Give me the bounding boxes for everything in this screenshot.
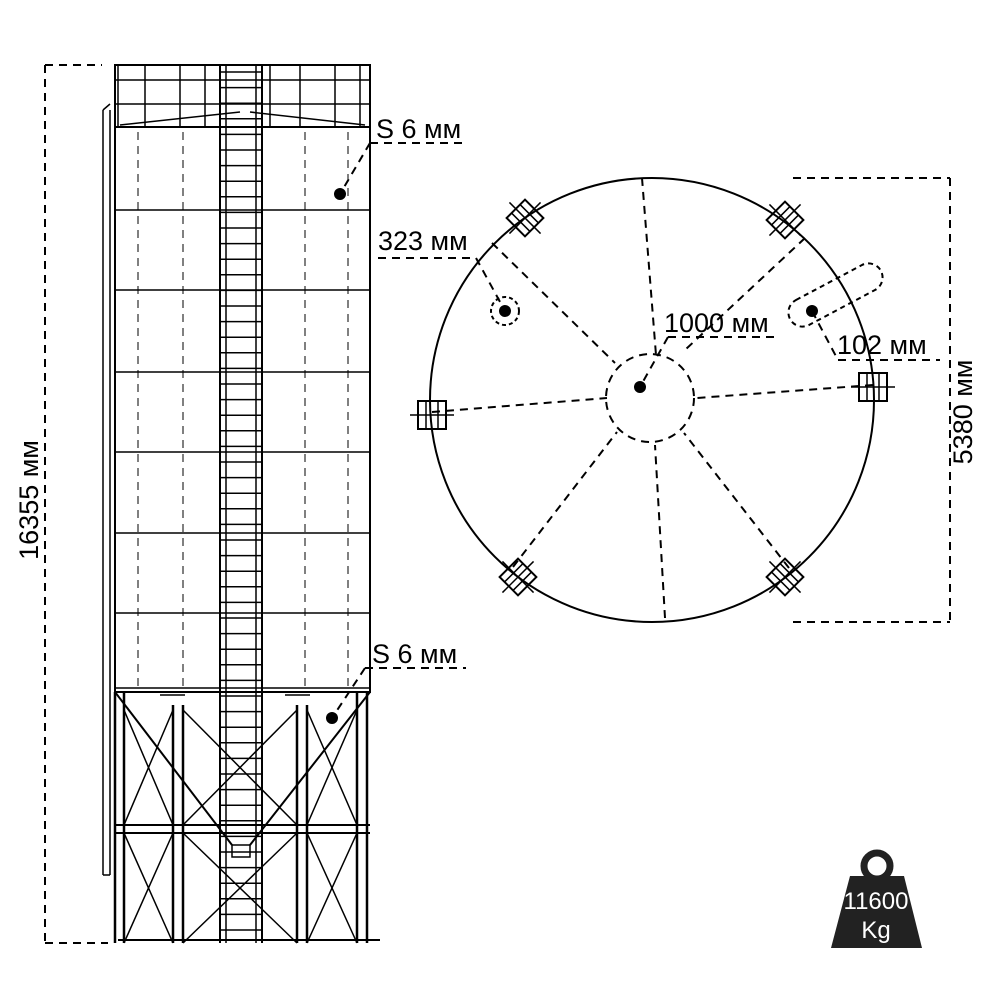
silo-top-view: 323 мм 1000 мм 102 мм 5380 мм [378,177,978,623]
support-plate [765,557,805,597]
height-dimension-line [44,64,108,944]
ladder [219,65,263,943]
pipe-diameter-label: 102 мм [837,330,927,360]
top-railing [114,64,371,128]
inlet-circle [490,296,520,326]
manhole-diameter-leader [639,336,780,388]
height-label: 16355 мм [14,440,44,560]
support-plate [498,557,538,597]
diameter-dimension-line [793,177,951,623]
support-plate [851,372,895,402]
shell-thickness-top-label: S 6 мм [376,114,461,144]
manhole-diameter-label: 1000 мм [664,308,769,338]
silo-side-view: 16355 мм [14,64,466,944]
support-plate [765,200,805,240]
weight-value: 11600 [844,888,909,915]
support-plate [505,198,545,238]
shell-thickness-cone-label: S 6 мм [372,639,457,669]
radial-lines [431,177,874,619]
pipe-diameter-leader [811,310,940,361]
silo-outline-circle [429,177,875,623]
inlet-diameter-label: 323 мм [378,226,468,256]
silo-diameter-label: 5380 мм [948,360,978,465]
pipe-outline [787,262,884,328]
support-plate [410,400,454,430]
inlet-diameter-leader [378,257,506,312]
manhole-circle [605,353,695,443]
shell-thickness-cone-leader [326,667,466,724]
weight-unit: Kg [861,917,890,944]
shell-thickness-top-leader [334,142,466,200]
side-pipe [102,103,111,876]
weight-icon: 11600 Kg [831,849,922,948]
cross-bracing [123,709,358,944]
silo-cylinder [114,126,371,693]
